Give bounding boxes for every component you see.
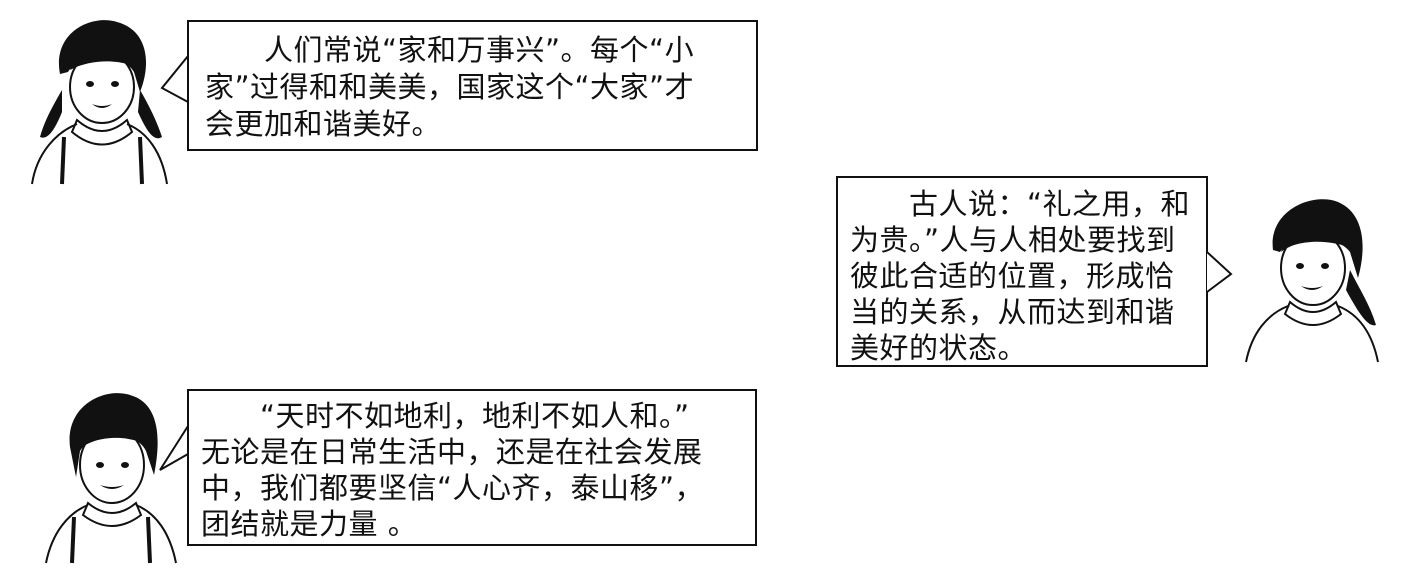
speech-bubble-tail-top-left bbox=[160, 55, 189, 103]
girl-side-braid-illustration bbox=[1245, 199, 1379, 363]
bubble-line: 当的关系，从而达到和谐 bbox=[850, 295, 1175, 329]
girl-short-hair-illustration bbox=[45, 393, 177, 564]
bubble-line: 家”过得和和美美，国家这个“大家”才 bbox=[205, 70, 695, 104]
bubble-line: “天时不如地利，地利不如人和。” bbox=[201, 399, 690, 433]
speech-bubble-tail-bottom-left bbox=[159, 425, 189, 471]
bubble-line: 中，我们都要坚信“人心齐，泰山移”， bbox=[201, 471, 705, 505]
bubble-line: 人们常说“家和万事兴”。每个“小 bbox=[205, 33, 695, 67]
bubble-line: 彼此合适的位置，形成恰 bbox=[850, 259, 1175, 293]
bubble-line: 古人说：“礼之用，和 bbox=[850, 187, 1191, 221]
speech-bubble-bottom-left bbox=[187, 389, 757, 546]
bubble-line: 团结就是力量 。 bbox=[201, 507, 418, 541]
bubble-line: 美好的状态。 bbox=[850, 331, 1028, 365]
bubble-line: 为贵。”人与人相处要找到 bbox=[850, 223, 1176, 257]
girl-figure-right bbox=[1238, 190, 1388, 365]
bubble-line: 无论是在日常生活中，还是在社会发展 bbox=[201, 435, 703, 469]
girl-braids-illustration bbox=[31, 20, 168, 185]
bubble-line: 会更加和谐美好。 bbox=[205, 107, 442, 141]
speech-bubble-tail-right bbox=[1206, 251, 1233, 293]
girl-figure-bottom-left bbox=[40, 385, 180, 565]
speech-bubble-top-left bbox=[187, 20, 758, 151]
girl-figure-top-left bbox=[22, 12, 172, 187]
